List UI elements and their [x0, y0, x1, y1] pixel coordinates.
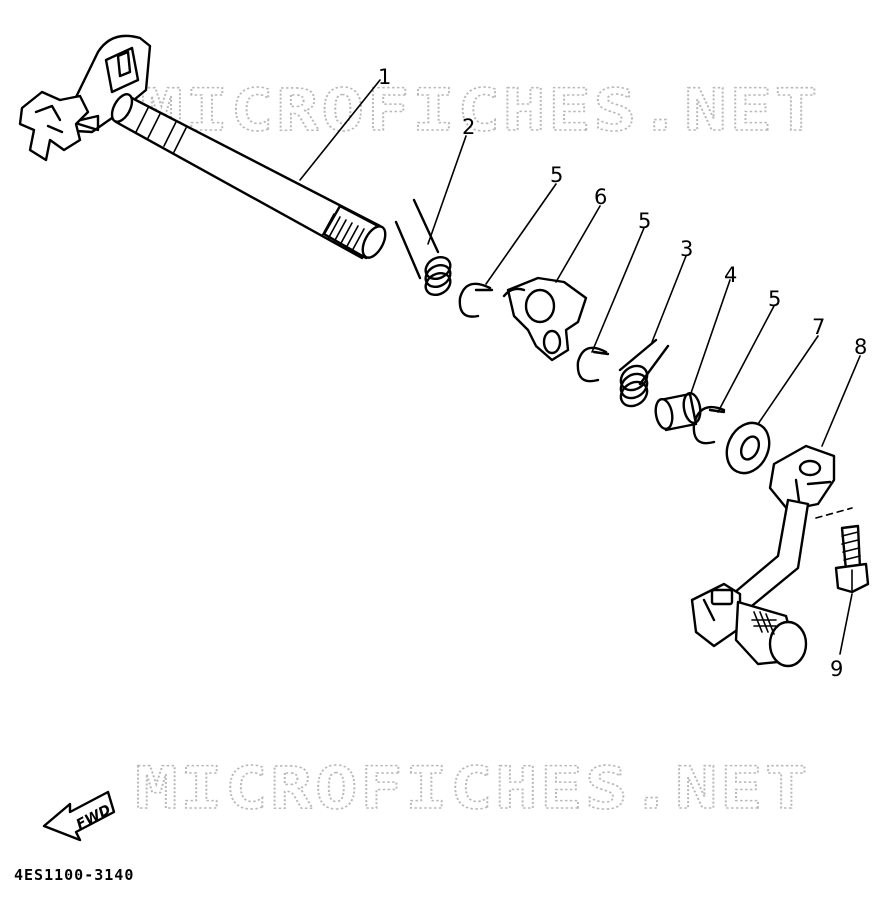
- callout-3: 3: [680, 237, 693, 261]
- callout-5b: 5: [638, 209, 651, 233]
- callout-5a: 5: [550, 163, 563, 187]
- callout-7: 7: [812, 315, 825, 339]
- callout-9: 9: [830, 657, 843, 681]
- part-bolt-9: [834, 524, 870, 594]
- watermark-bottom: MICROFICHES.NET: [135, 754, 810, 822]
- part-shift-shaft: [18, 34, 387, 260]
- part-circlip-5b: [576, 346, 610, 383]
- leader-lines: [299, 79, 861, 655]
- callout-8: 8: [854, 335, 867, 359]
- part-spring-3: [618, 338, 670, 408]
- watermark-top: MICROFICHES.NET: [140, 76, 820, 144]
- callout-2: 2: [462, 115, 475, 139]
- drawing-code: 4ES1100-3140: [14, 866, 134, 884]
- callout-1: 1: [378, 65, 391, 89]
- part-torsion-spring-2: [394, 198, 452, 297]
- part-shift-pedal-8: [690, 444, 853, 668]
- part-circlip-5c: [692, 405, 726, 445]
- part-collar-4: [654, 391, 702, 432]
- callout-4: 4: [724, 263, 737, 287]
- callout-6: 6: [594, 185, 607, 209]
- part-stopper-lever-6: [502, 276, 588, 362]
- callout-5c: 5: [768, 287, 781, 311]
- fwd-direction-badge: FWD: [42, 790, 116, 842]
- part-circlip-5a: [458, 282, 494, 318]
- part-washer-7: [725, 421, 771, 475]
